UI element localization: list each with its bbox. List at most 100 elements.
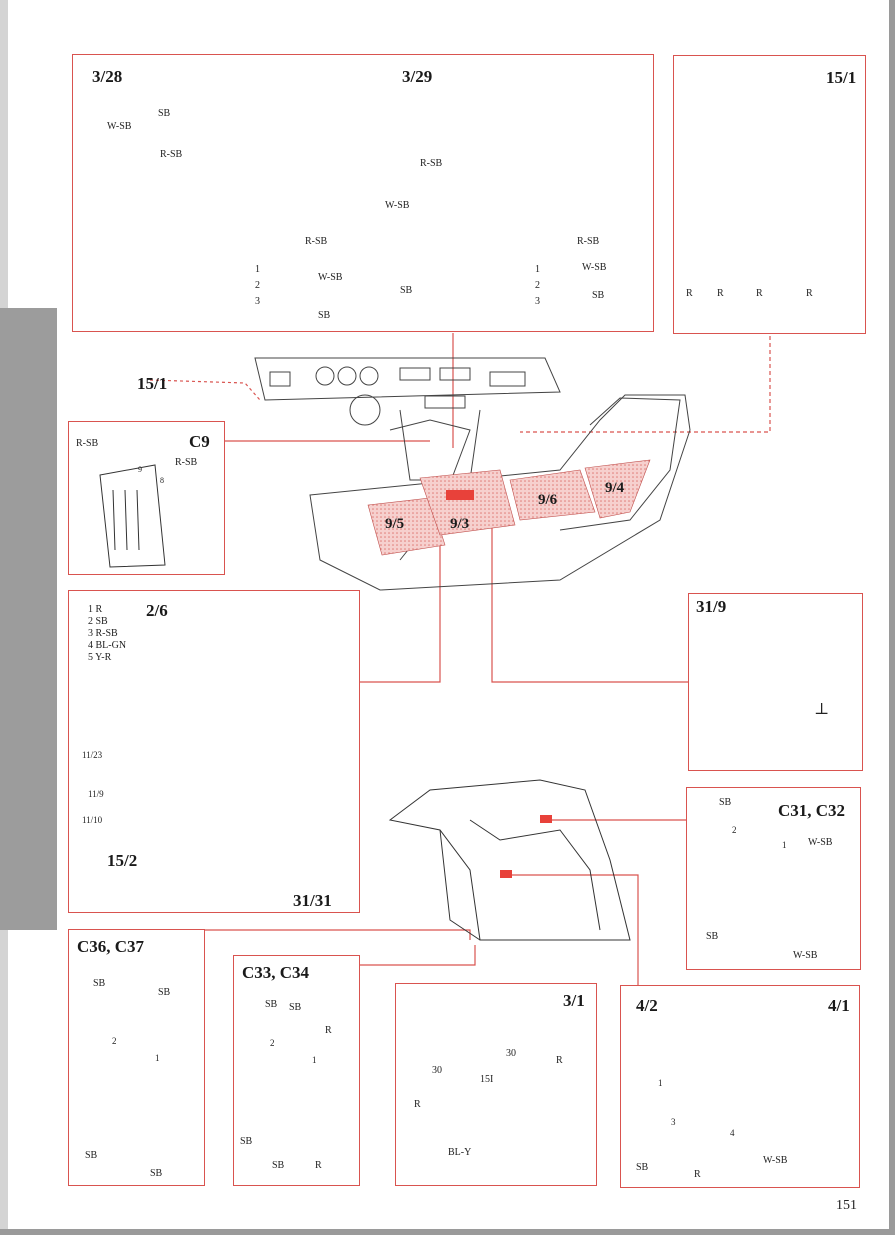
seat-connector-marker xyxy=(540,815,552,823)
pin-number: 1 xyxy=(155,1053,160,1063)
c36-panel xyxy=(68,929,205,1186)
wire-label: SB xyxy=(93,978,106,989)
zone-label: 9/5 xyxy=(385,516,405,532)
zone-label: 9/4 xyxy=(605,480,625,496)
seat-connector-marker-2 xyxy=(500,870,512,878)
wire-label: R xyxy=(325,1025,332,1036)
c33-label: C33, C34 xyxy=(242,963,310,982)
pin-number: 1 xyxy=(312,1055,317,1065)
pin-label: R-SB xyxy=(577,236,600,247)
pin-number: 9 xyxy=(138,465,142,474)
wire-label: W-SB xyxy=(793,950,818,961)
ground-panel xyxy=(688,593,863,771)
legend-item: 5 Y-R xyxy=(88,652,112,663)
wire-label: R xyxy=(556,1055,563,1066)
wire-label: W-SB xyxy=(808,837,833,848)
pin-number: 3 xyxy=(255,296,260,307)
wire-label: SB xyxy=(150,1168,163,1179)
wire-label: SB xyxy=(400,285,413,296)
pin-number: 1 xyxy=(782,840,787,850)
wire-label: SB xyxy=(265,999,278,1010)
page-number: 151 xyxy=(836,1198,857,1213)
terminal-label: 30 xyxy=(506,1048,516,1059)
wire-label: SB xyxy=(636,1162,649,1173)
pin-number: 2 xyxy=(255,280,260,291)
legend-item: 1 R xyxy=(88,604,103,615)
pin-number: 2 xyxy=(270,1038,275,1048)
side-tab xyxy=(0,308,57,930)
relay-panel xyxy=(620,985,860,1188)
pin-number: 1 xyxy=(255,264,260,275)
pin-number: 3 xyxy=(535,296,540,307)
relay-marker xyxy=(446,490,474,500)
pin-number: 2 xyxy=(535,280,540,291)
wire-label: SB xyxy=(289,1002,302,1013)
wire-label: W-SB xyxy=(385,200,410,211)
pin-label: SB xyxy=(318,310,331,321)
wire-label: SB xyxy=(158,987,171,998)
overview-label-15-1: 15/1 xyxy=(137,374,168,393)
ground-label: 31/9 xyxy=(696,597,727,616)
pin-number: 2 xyxy=(732,825,737,835)
pin-number: 1 xyxy=(535,264,540,275)
pin-number: 3 xyxy=(671,1117,676,1127)
pin-label: W-SB xyxy=(318,272,343,283)
control-unit-label: 15/1 xyxy=(826,68,857,87)
wire-label: SB xyxy=(158,108,171,119)
wire-label: W-SB xyxy=(763,1155,788,1166)
fuse-ref: 11/23 xyxy=(82,750,103,760)
wire-label: SB xyxy=(85,1150,98,1161)
page-edge-bottom xyxy=(0,1229,895,1235)
wire-label: R-SB xyxy=(175,457,198,468)
control-unit-panel xyxy=(673,55,866,334)
wire-label: R xyxy=(315,1160,322,1171)
wire-label: R xyxy=(756,288,763,299)
pin-number: 2 xyxy=(112,1036,117,1046)
c9-panel xyxy=(68,421,225,575)
pin-number: 4 xyxy=(730,1128,735,1138)
switch-label-right: 3/29 xyxy=(402,67,433,86)
c9-label: C9 xyxy=(189,432,210,451)
c31-label: C31, C32 xyxy=(778,801,846,820)
relay-label-left: 4/2 xyxy=(636,996,658,1015)
c36-label: C36, C37 xyxy=(77,937,145,956)
pin-label: W-SB xyxy=(582,262,607,273)
terminal-label: 30 xyxy=(432,1065,442,1076)
zone-label: 9/6 xyxy=(538,492,558,508)
pin-number: 1 xyxy=(658,1078,663,1088)
c9-connector-art xyxy=(99,464,166,568)
wire-label: R-SB xyxy=(160,149,183,160)
pin-label: R-SB xyxy=(305,236,328,247)
wire-label: R xyxy=(806,288,813,299)
legend-item: 2 SB xyxy=(88,616,108,627)
terminal-label: 15I xyxy=(480,1074,494,1085)
wire-label: SB xyxy=(240,1136,253,1147)
switch-label-left: 3/28 xyxy=(92,67,123,86)
fuse-ref: 11/9 xyxy=(88,789,104,799)
fuse-ref: 11/10 xyxy=(82,815,103,825)
wire-label: R xyxy=(694,1169,701,1180)
fusebox-panel xyxy=(68,590,360,913)
wire-label: W-SB xyxy=(107,121,132,132)
legend-item: 4 BL-GN xyxy=(88,640,127,651)
wire-label: R xyxy=(686,288,693,299)
pin-number: 8 xyxy=(160,476,164,485)
ignition-label: 3/1 xyxy=(563,991,585,1010)
wire-label: R-SB xyxy=(420,158,443,169)
ignition-panel xyxy=(395,983,597,1186)
wire-label: SB xyxy=(706,931,719,942)
fusebox-label: 2/6 xyxy=(146,601,168,620)
page-edge-right xyxy=(889,0,895,1235)
fusebox-label-31-31: 31/31 xyxy=(293,891,332,910)
relay-label-right: 4/1 xyxy=(828,996,850,1015)
c33-panel xyxy=(233,955,360,1186)
wire-label: SB xyxy=(272,1160,285,1171)
wire-label: BL-Y xyxy=(448,1147,472,1158)
pin-label: SB xyxy=(592,290,605,301)
fusebox-label-15-2: 15/2 xyxy=(107,851,138,870)
wire-label: R-SB xyxy=(76,438,99,449)
ground-symbol: ⊥ xyxy=(814,701,830,718)
wire-label: R xyxy=(717,288,724,299)
seat-switch-panel xyxy=(72,54,654,332)
zone-label: 9/3 xyxy=(450,516,470,532)
